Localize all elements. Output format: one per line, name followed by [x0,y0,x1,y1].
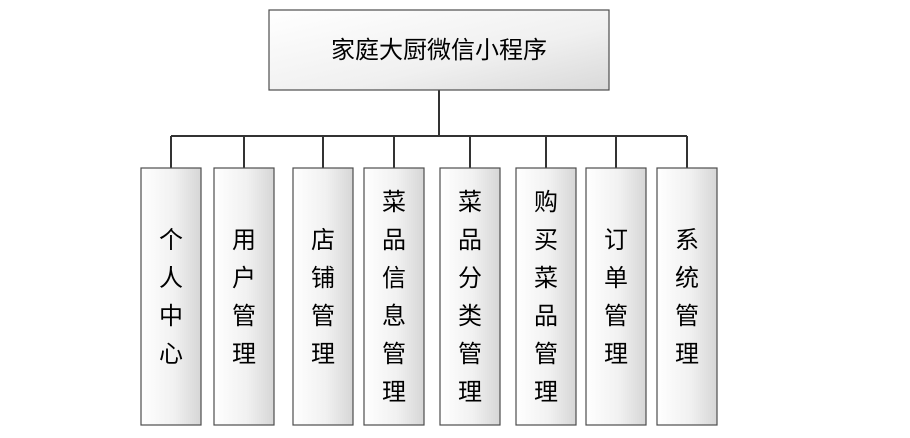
module-node-label: 店铺管理 [311,226,335,368]
module-node-label: 系统管理 [675,226,699,368]
module-node: 购买菜品管理 [515,167,577,426]
module-node-box [656,167,718,426]
module-node: 订单管理 [585,167,647,426]
module-node-box [585,167,647,426]
module-node: 菜品信息管理 [363,167,425,426]
module-node: 菜品分类管理 [439,167,501,426]
module-node-label: 菜品分类管理 [458,188,482,406]
module-node: 个人中心 [140,167,202,426]
module-node-box [140,167,202,426]
root-node-label: 家庭大厨微信小程序 [331,36,547,64]
module-node-label: 用户管理 [232,226,256,368]
module-node-box [439,167,501,426]
root-node-box [268,9,610,91]
module-node-box [292,167,354,426]
module-node: 用户管理 [213,167,275,426]
module-node-box [515,167,577,426]
module-node: 店铺管理 [292,167,354,426]
module-node-label: 菜品信息管理 [382,188,406,406]
connector-lines [170,90,688,168]
module-node-label: 订单管理 [604,226,628,368]
module-node-box [213,167,275,426]
module-node-box [363,167,425,426]
module-node-label: 购买菜品管理 [534,188,558,406]
module-nodes: 个人中心 用户管理 店铺管理 菜品信息管理 菜品分类管理 购买菜品管理 订单管理 系统管理 [140,167,718,426]
module-node-label: 个人中心 [159,226,183,368]
module-node: 系统管理 [656,167,718,426]
root-node: 家庭大厨微信小程序 [268,9,610,91]
